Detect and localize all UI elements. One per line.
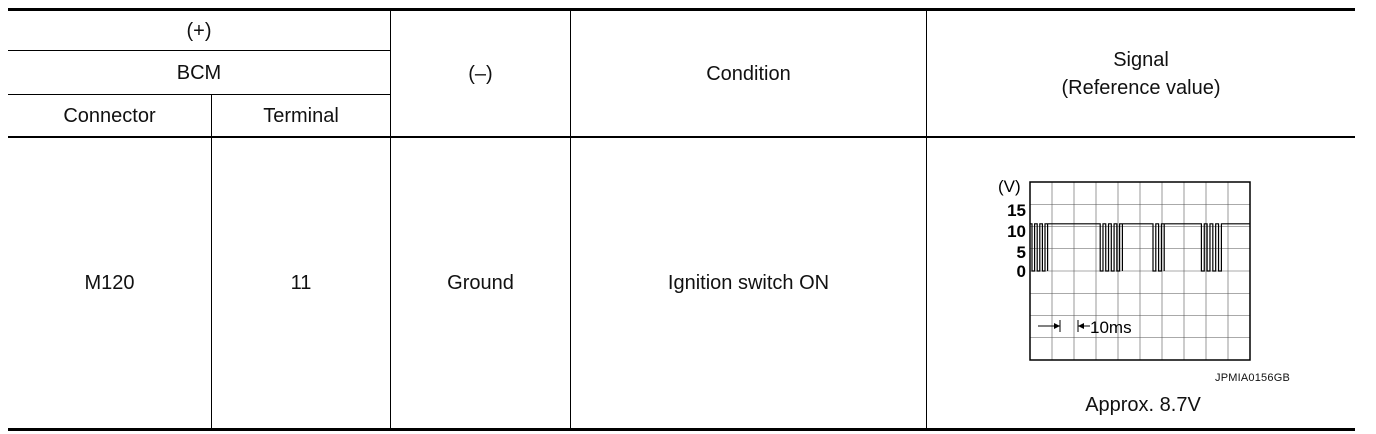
y-tick-10: 10 bbox=[1007, 222, 1026, 241]
time-scale-label: 10ms bbox=[1090, 318, 1132, 337]
scope-grid bbox=[1030, 182, 1250, 360]
image-code: JPMIA0156GB bbox=[1215, 372, 1290, 384]
header-signal: Signal (Reference value) bbox=[927, 11, 1355, 136]
header-connector: Connector bbox=[63, 104, 156, 127]
y-unit-label: (V) bbox=[998, 177, 1021, 196]
table-top-border bbox=[8, 8, 1355, 11]
header-bottom-border bbox=[8, 136, 1355, 138]
signal-reference-value: Approx. 8.7V bbox=[1085, 394, 1201, 416]
header-unit-bcm: BCM bbox=[176, 61, 222, 84]
y-tick-5: 5 bbox=[1017, 243, 1026, 262]
cell-condition: Ignition switch ON bbox=[667, 272, 830, 294]
scope-frame bbox=[1029, 181, 1251, 361]
col-divider-minus-condition bbox=[570, 10, 571, 429]
oscilloscope-waveform: (V) 15 10 5 0 10ms bbox=[998, 177, 1251, 361]
col-divider-plus-minus bbox=[390, 10, 391, 429]
col-divider-condition-signal bbox=[926, 10, 927, 429]
header-terminal: Terminal bbox=[263, 104, 339, 127]
col-divider-connector-terminal bbox=[211, 94, 212, 429]
header-plus: (+) bbox=[186, 19, 212, 42]
y-tick-15: 15 bbox=[1007, 201, 1026, 220]
header-divider-2 bbox=[8, 94, 390, 95]
signal-trace bbox=[1030, 223, 1250, 272]
time-scale-marker bbox=[1038, 320, 1090, 332]
header-divider-1 bbox=[8, 50, 390, 51]
table-bottom-border bbox=[8, 428, 1355, 431]
cell-ground: Ground bbox=[447, 272, 514, 294]
header-condition: Condition bbox=[706, 62, 791, 85]
signal-trace-path bbox=[1030, 223, 1250, 272]
cell-connector: M120 bbox=[84, 272, 135, 294]
cell-terminal: 11 bbox=[290, 272, 312, 294]
header-signal-title: Signal bbox=[1113, 48, 1169, 71]
header-minus: (–) bbox=[468, 62, 493, 85]
header-signal-subtitle: (Reference value) bbox=[1061, 76, 1221, 99]
y-tick-0: 0 bbox=[1017, 262, 1026, 281]
